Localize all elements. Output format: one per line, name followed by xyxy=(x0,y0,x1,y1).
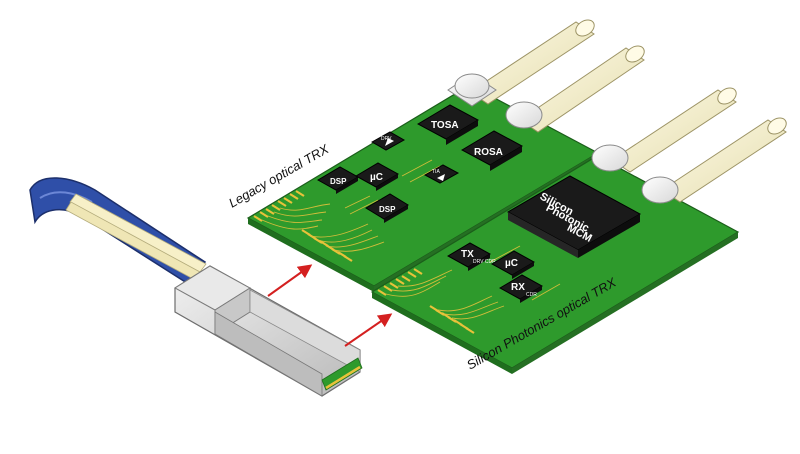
legacy-tosa-module: TOSA xyxy=(416,104,480,145)
silicon-rx-label: RX xyxy=(511,282,525,293)
silicon-uc-chip: µC xyxy=(490,250,536,279)
silicon-fiber-top xyxy=(591,87,737,173)
legacy-uc-chip: µC xyxy=(354,162,400,191)
silicon-rx-chip: RX CDR xyxy=(498,274,544,303)
legacy-dsp-top-label: DSP xyxy=(330,177,347,186)
legacy-fiber-bottom xyxy=(505,45,645,133)
silicon-rx-sub-label: CDR xyxy=(526,292,537,298)
arrow-to-legacy xyxy=(267,264,313,297)
silicon-photonic-mcm-chip: Silicon Photonic MCM xyxy=(506,175,642,258)
legacy-dsp-bottom-chip: DSP xyxy=(365,193,409,223)
legacy-tia-label: TIA xyxy=(432,169,440,175)
legacy-rosa-label: ROSA xyxy=(474,147,503,158)
arrow-to-silicon xyxy=(344,313,393,347)
legacy-uc-label: µC xyxy=(370,172,383,183)
qsfp-transceiver-module xyxy=(29,177,363,397)
legacy-drv-label: DRV xyxy=(381,136,392,142)
silicon-tx-label: TX xyxy=(461,249,474,260)
silicon-tx-sub-label: DRV CDR xyxy=(473,259,496,265)
module-edge-connector xyxy=(321,357,363,391)
silicon-gold-fingers xyxy=(377,268,475,334)
legacy-tia-chip: TIA xyxy=(423,164,460,184)
legacy-rosa-module: ROSA xyxy=(460,130,524,171)
silicon-photonics-trx-board: Silicon Photonic MCM TX DRV CDR µC RX CD… xyxy=(370,87,787,374)
silicon-tx-chip: TX DRV CDR xyxy=(446,242,496,271)
legacy-dsp-bottom-label: DSP xyxy=(379,205,396,214)
fiber-ribbon xyxy=(65,193,207,281)
tia-triangle-icon xyxy=(437,174,445,181)
legacy-drv-chip: DRV xyxy=(370,131,406,151)
legacy-tosa-label: TOSA xyxy=(431,120,459,131)
silicon-fiber-bottom xyxy=(641,117,787,204)
silicon-uc-label: µC xyxy=(505,258,518,269)
legacy-fiber-top xyxy=(447,19,595,107)
drv-triangle-icon xyxy=(385,138,394,146)
